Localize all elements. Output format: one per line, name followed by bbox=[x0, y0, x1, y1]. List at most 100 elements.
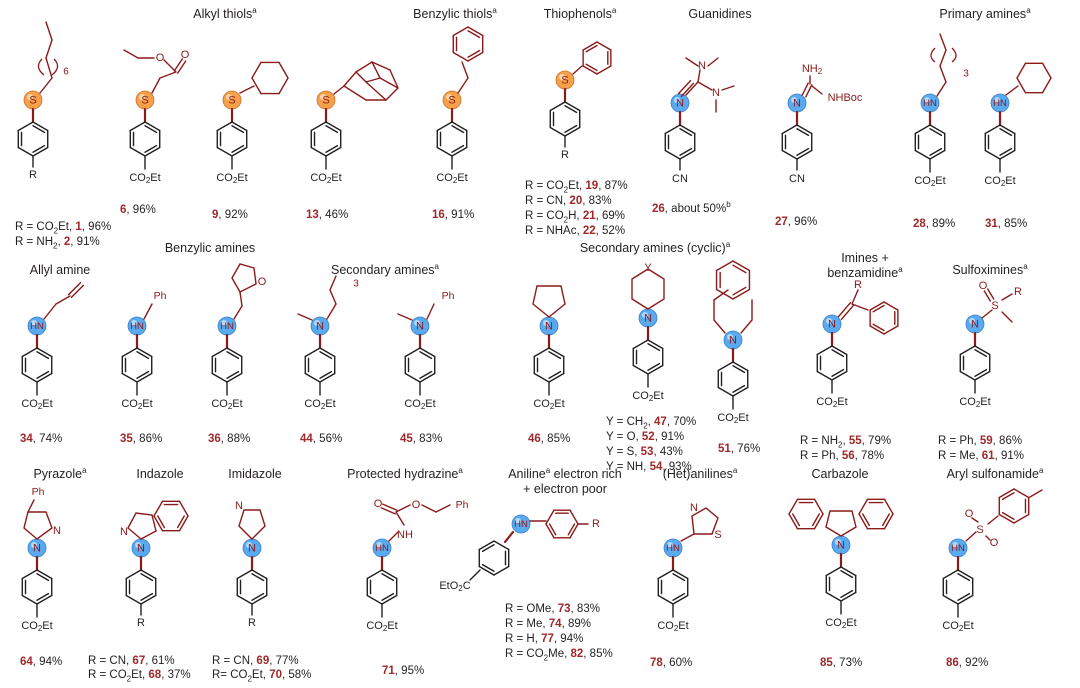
benzene-bond bbox=[493, 540, 510, 551]
caption-compound-51: 51, 76% bbox=[718, 443, 761, 455]
benzene-bond bbox=[942, 594, 959, 605]
alkyl-chain-bond bbox=[939, 65, 947, 83]
benzene-bond bbox=[36, 573, 50, 582]
benzene-bond bbox=[17, 146, 34, 157]
adamantane-bond bbox=[389, 69, 399, 89]
benzene-bond bbox=[831, 368, 845, 377]
y-group-label: Y bbox=[644, 262, 652, 274]
sphere-highlight-icon bbox=[826, 318, 832, 324]
benzene-bond bbox=[585, 63, 598, 72]
benzene-bond bbox=[381, 594, 398, 605]
co2et-label: CO2Et bbox=[825, 617, 856, 630]
caption-compound-6: 6, 96% bbox=[120, 204, 156, 216]
bond bbox=[987, 515, 999, 525]
benzene-bond bbox=[144, 144, 158, 153]
caption-compound-85: 85, 73% bbox=[820, 657, 863, 669]
alkene-bond bbox=[70, 284, 85, 299]
atom-label-s: S bbox=[228, 94, 235, 106]
alkyl-chain-bond bbox=[39, 77, 53, 94]
bond bbox=[697, 69, 701, 83]
heading-allyl-amine: Allyl amine bbox=[29, 263, 91, 277]
benzene-bond bbox=[717, 386, 734, 397]
benzene-bond bbox=[883, 498, 894, 515]
caption-compound-56: R = Ph, 56, 78% bbox=[800, 450, 885, 462]
ring-bond bbox=[713, 319, 726, 334]
repeat-bracket-icon bbox=[951, 47, 957, 63]
benzene-bond bbox=[869, 325, 885, 335]
benzene-bond bbox=[929, 149, 946, 160]
benzene-bond bbox=[788, 513, 799, 530]
caption-compound-77: R = H, 77, 94% bbox=[505, 633, 584, 645]
carbonyl-bond bbox=[173, 58, 184, 72]
benzene-bond bbox=[664, 149, 681, 160]
caption-compound-22: R = NHAc, 22, 52% bbox=[525, 225, 626, 237]
benzene-bond bbox=[176, 515, 185, 529]
benzene-bond bbox=[883, 325, 899, 335]
atom-label-o: O bbox=[181, 49, 190, 61]
thiazole-ring-icon bbox=[691, 507, 719, 535]
atom-label-n: N bbox=[235, 500, 243, 512]
benzene-bond bbox=[419, 347, 436, 358]
benzene-bond bbox=[136, 351, 150, 360]
carbazole-ring-icon bbox=[825, 510, 857, 537]
repeat-bracket-icon bbox=[51, 58, 59, 76]
sphere-highlight-icon bbox=[791, 97, 797, 103]
sphere-highlight-icon bbox=[31, 320, 37, 326]
co2et-label: CO2Et bbox=[816, 396, 847, 409]
chain-count-label: 3 bbox=[353, 279, 359, 290]
sphere-highlight-icon bbox=[226, 94, 232, 100]
benzene-bond bbox=[451, 146, 468, 157]
sphere-highlight-icon bbox=[642, 312, 648, 318]
benzene-bond bbox=[381, 592, 395, 601]
cyclohexane-bond bbox=[1016, 77, 1027, 94]
adamantane-bond bbox=[365, 81, 387, 101]
caption-compound-27: 27, 96% bbox=[775, 216, 818, 228]
piperidine-ring-icon bbox=[631, 268, 665, 310]
co2et-label: CO2Et bbox=[533, 398, 564, 411]
benzene-bond bbox=[957, 569, 974, 580]
benzene-bond bbox=[381, 573, 395, 582]
chain-bond bbox=[426, 303, 435, 320]
heading-aniline-line2: + electron poor bbox=[523, 482, 607, 496]
benzene-bond bbox=[929, 128, 943, 137]
benzene-bond bbox=[732, 264, 747, 274]
benzene-bond bbox=[957, 592, 971, 601]
benzene-bond bbox=[451, 144, 465, 153]
benzene-bond bbox=[732, 365, 746, 374]
bond bbox=[985, 535, 991, 541]
benzene-bond bbox=[319, 351, 333, 360]
heading-indazole: Indazole bbox=[136, 467, 184, 481]
benzene-bond bbox=[304, 372, 321, 383]
benzene-bond bbox=[672, 594, 689, 605]
heading-aniline-line1: Anilinea electron rich bbox=[508, 465, 622, 481]
repeat-bracket-icon bbox=[37, 58, 45, 76]
adamantane-bond bbox=[365, 77, 381, 83]
pyrrolidine-ring-icon bbox=[532, 285, 566, 318]
atom-label-n: N bbox=[316, 320, 324, 332]
benzene-bond bbox=[679, 149, 696, 160]
benzene-bond bbox=[121, 347, 138, 358]
heading-imidazole: Imidazole bbox=[228, 467, 282, 481]
benzene-bond bbox=[596, 65, 612, 75]
benzene-bond bbox=[715, 288, 734, 300]
cyclohexane-bond bbox=[1016, 62, 1027, 79]
caption-compound-52: Y = O, 52, 91% bbox=[606, 431, 685, 443]
benzene-bond bbox=[21, 594, 38, 605]
benzene-bond bbox=[881, 513, 890, 527]
co2et-label: CO2Et bbox=[404, 398, 435, 411]
bond bbox=[685, 57, 699, 67]
benzene-bond bbox=[831, 370, 848, 381]
atom-label-s: S bbox=[991, 300, 998, 312]
benzene-bond bbox=[136, 372, 153, 383]
bond bbox=[721, 85, 735, 91]
sphere-highlight-icon bbox=[131, 320, 137, 326]
benzene-bond bbox=[226, 351, 240, 360]
sulfonyl-bond bbox=[983, 290, 991, 302]
bond bbox=[697, 81, 713, 91]
benzene-bond bbox=[840, 566, 857, 577]
bond bbox=[397, 313, 413, 321]
atom-label-s: S bbox=[714, 529, 721, 541]
bond bbox=[811, 85, 823, 95]
benzene-bond bbox=[17, 121, 34, 132]
